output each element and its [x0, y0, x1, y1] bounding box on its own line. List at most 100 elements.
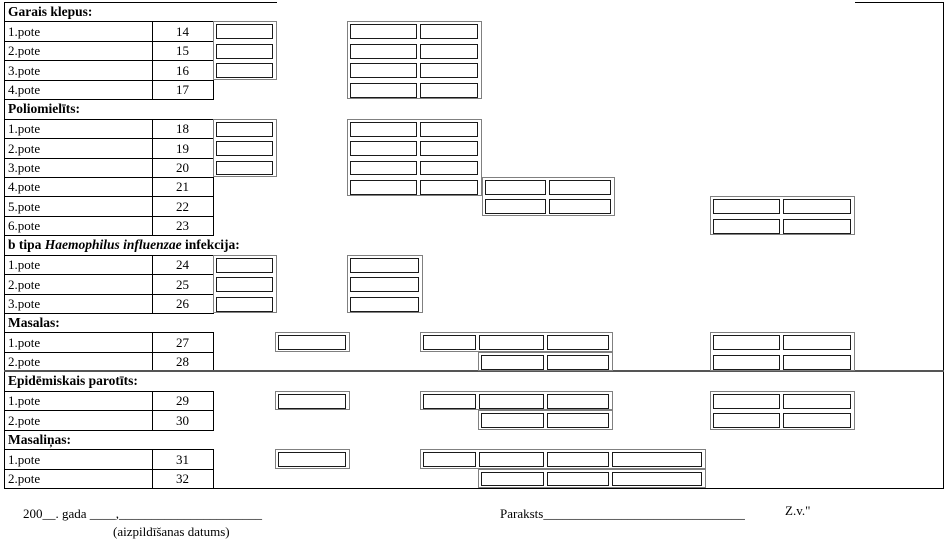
entry-box-cell[interactable] — [350, 179, 417, 195]
entry-box-cell[interactable] — [216, 121, 273, 137]
entry-box-cell[interactable] — [783, 354, 851, 370]
section-header: Poliomielīts: — [8, 101, 80, 116]
grid-line-h — [4, 449, 214, 451]
entry-box-cell[interactable] — [278, 335, 346, 351]
entry-box-cell[interactable] — [350, 277, 419, 293]
entry-box-cell[interactable] — [547, 335, 609, 351]
entry-box-cell[interactable] — [479, 393, 544, 409]
row-number: 27 — [176, 334, 189, 350]
entry-box-cell[interactable] — [350, 257, 419, 273]
entry-box-cell[interactable] — [420, 82, 478, 98]
entry-box-cell[interactable] — [485, 179, 546, 195]
section-header: Masaliņas: — [8, 432, 71, 447]
section-header: b tipa Haemophilus influenzae infekcija: — [8, 237, 240, 252]
entry-box-cell[interactable] — [713, 199, 780, 215]
entry-box-cell[interactable] — [547, 413, 609, 429]
table-border-left — [4, 2, 5, 489]
entry-box-cell[interactable] — [350, 82, 417, 98]
entry-box-cell[interactable] — [420, 24, 478, 40]
grid-line-h — [4, 293, 214, 295]
entry-box-cell[interactable] — [216, 296, 273, 312]
grid-line-h — [4, 468, 214, 470]
entry-box-cell[interactable] — [783, 218, 851, 234]
stamp-box-group — [478, 468, 706, 488]
row-number: 26 — [176, 296, 189, 312]
entry-box-cell[interactable] — [216, 24, 273, 40]
entry-box-cell[interactable] — [350, 24, 417, 40]
entry-box-cell[interactable] — [549, 199, 611, 215]
entry-box-cell[interactable] — [481, 354, 544, 370]
section-header: Masalas: — [8, 315, 60, 330]
entry-box-cell[interactable] — [420, 63, 478, 79]
entry-box-cell[interactable] — [423, 452, 476, 468]
entry-box-cell[interactable] — [278, 452, 346, 468]
entry-box-cell[interactable] — [612, 452, 702, 468]
entry-box-cell[interactable] — [479, 452, 544, 468]
entry-box-cell[interactable] — [350, 63, 417, 79]
entry-box-cell[interactable] — [216, 257, 273, 273]
entry-box-cell[interactable] — [547, 393, 609, 409]
entry-box-cell[interactable] — [713, 218, 780, 234]
entry-box-cell[interactable] — [423, 335, 476, 351]
entry-box-cell[interactable] — [216, 160, 273, 176]
row-number: 20 — [176, 160, 189, 176]
row-number: 31 — [176, 451, 189, 467]
entry-box-cell[interactable] — [423, 393, 476, 409]
table-border-top-right — [855, 2, 943, 3]
stamp-box-group — [275, 449, 350, 469]
grid-line-h — [4, 254, 214, 256]
entry-box-cell[interactable] — [350, 160, 417, 176]
row-label: 1.pote — [8, 257, 41, 273]
entry-box-cell[interactable] — [420, 160, 478, 176]
entry-box-cell[interactable] — [612, 471, 702, 487]
entry-box-cell[interactable] — [420, 141, 478, 156]
entry-box-cell[interactable] — [420, 43, 478, 59]
entry-box-cell[interactable] — [713, 354, 780, 370]
grid-line-h — [4, 157, 214, 159]
row-number: 30 — [176, 412, 189, 428]
section-title-pre: Masalas: — [8, 315, 60, 331]
entry-box-cell[interactable] — [350, 43, 417, 59]
entry-box-cell[interactable] — [216, 141, 273, 156]
row-number: 28 — [176, 354, 189, 370]
grid-line-h — [4, 138, 214, 140]
entry-box-cell[interactable] — [783, 335, 851, 351]
stamp-box-group — [482, 176, 615, 216]
grid-line-h — [4, 410, 214, 412]
entry-box-cell[interactable] — [783, 393, 851, 409]
entry-box-cell[interactable] — [783, 199, 851, 215]
entry-box-cell[interactable] — [713, 393, 780, 409]
entry-box-cell[interactable] — [350, 141, 417, 156]
row-label: 4.pote — [8, 179, 41, 195]
grid-line-h — [4, 196, 214, 198]
entry-box-cell[interactable] — [420, 121, 478, 137]
row-label: 3.pote — [8, 62, 41, 78]
entry-box-cell[interactable] — [481, 413, 544, 429]
entry-box-cell[interactable] — [278, 393, 346, 409]
stamp-box-group — [347, 21, 482, 100]
entry-box-cell[interactable] — [547, 471, 609, 487]
grid-line-h — [4, 176, 214, 178]
row-label: 2.pote — [8, 43, 41, 59]
entry-box-cell[interactable] — [713, 413, 780, 429]
entry-box-cell[interactable] — [420, 179, 478, 195]
row-label: 3.pote — [8, 296, 41, 312]
entry-box-cell[interactable] — [350, 121, 417, 137]
entry-box-cell[interactable] — [216, 63, 273, 79]
entry-box-cell[interactable] — [783, 413, 851, 429]
entry-box-cell[interactable] — [547, 354, 609, 370]
entry-box-cell[interactable] — [479, 335, 544, 351]
date-line: 200__. gada ____,______________________ — [23, 506, 263, 521]
entry-box-cell[interactable] — [485, 199, 546, 215]
entry-box-cell[interactable] — [216, 43, 273, 59]
stamp-box-group — [710, 196, 855, 236]
entry-box-cell[interactable] — [713, 335, 780, 351]
entry-box-cell[interactable] — [481, 471, 544, 487]
entry-box-cell[interactable] — [549, 179, 611, 195]
stamp-box-group — [347, 254, 423, 314]
entry-box-cell[interactable] — [216, 277, 273, 293]
entry-box-cell[interactable] — [350, 296, 419, 312]
entry-box-cell[interactable] — [547, 452, 609, 468]
table-border-bottom — [4, 488, 944, 489]
